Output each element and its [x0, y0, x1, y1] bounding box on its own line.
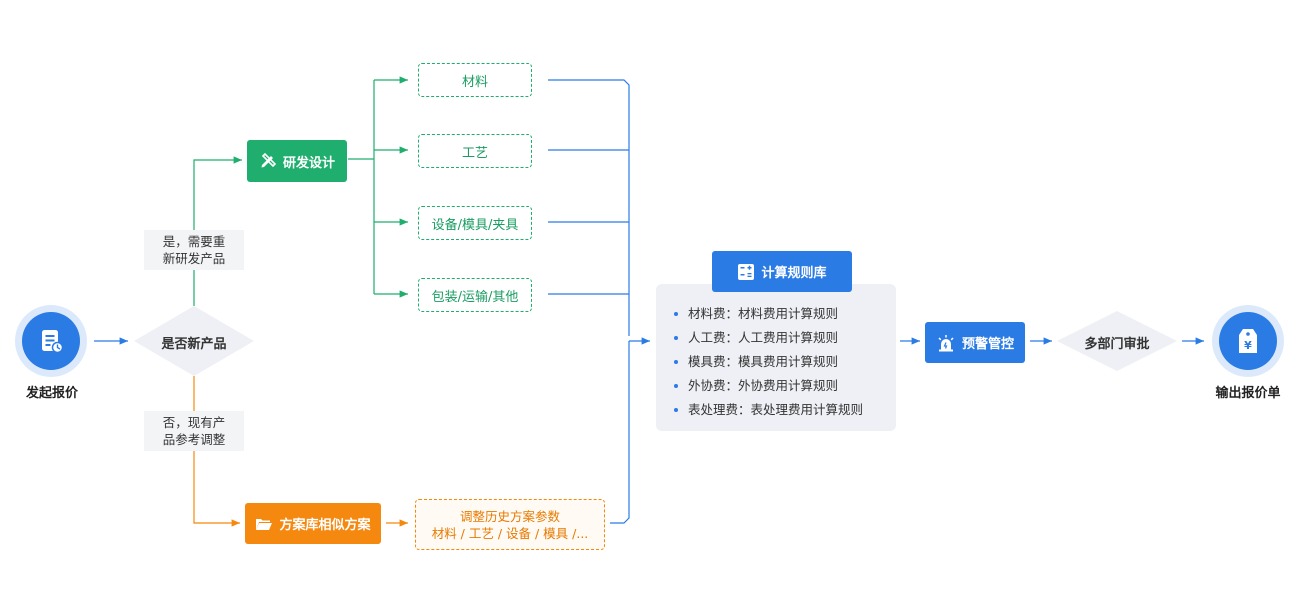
price-tag-icon: ¥ — [1239, 329, 1257, 353]
approval-diamond — [1057, 311, 1177, 371]
start-node[interactable] — [15, 305, 87, 377]
branch-yes-label: 是，需要重 新研发产品 — [144, 230, 244, 270]
rd-item-material[interactable]: 材料 — [418, 63, 532, 97]
warning-control-label: 预警管控 — [961, 337, 1014, 352]
calculator-icon — [738, 263, 755, 280]
decision-label: 是否新产品 — [161, 337, 227, 352]
calc-rules-panel: 材料费：材料费用计算规则 人工费：人工费用计算规则 模具费：模具费用计算规则 外… — [656, 284, 896, 431]
calc-rules-header[interactable]: 计算规则库 — [712, 251, 852, 292]
rule-item: 模具费：模具费用计算规则 — [674, 350, 863, 374]
branch-yes-line1: 是，需要重 — [162, 234, 226, 249]
quote-document-icon — [42, 330, 64, 354]
approval-label: 多部门审批 — [1084, 337, 1150, 352]
calc-rules-list: 材料费：材料费用计算规则 人工费：人工费用计算规则 模具费：模具费用计算规则 外… — [674, 302, 863, 422]
rd-item-equipment[interactable]: 设备/模具/夹具 — [418, 206, 532, 240]
rd-design-label: 研发设计 — [282, 155, 335, 171]
branch-no-label: 否，现有产 品参考调整 — [144, 411, 244, 451]
rule-item: 外协费：外协费用计算规则 — [674, 374, 863, 398]
solution-library-label: 方案库相似方案 — [279, 518, 371, 533]
rd-item-label: 设备/模具/夹具 — [431, 217, 519, 233]
history-params-node[interactable]: 调整历史方案参数 材料 / 工艺 / 设备 / 模具 /... — [415, 499, 605, 550]
rule-item: 人工费：人工费用计算规则 — [674, 326, 863, 350]
rd-item-label: 工艺 — [461, 145, 488, 161]
rd-item-label: 包装/运输/其他 — [431, 289, 519, 305]
folder-open-icon — [256, 518, 273, 530]
rd-item-label: 材料 — [461, 74, 488, 90]
calc-rules-title: 计算规则库 — [761, 266, 827, 281]
start-label: 发起报价 — [25, 386, 78, 401]
branch-no-line2: 品参考调整 — [162, 432, 226, 447]
history-params-line2: 材料 / 工艺 / 设备 / 模具 /... — [431, 525, 589, 541]
rd-item-process[interactable]: 工艺 — [418, 134, 532, 168]
branch-no-line1: 否，现有产 — [162, 415, 226, 430]
rule-item: 表处理费：表处理费用计算规则 — [674, 398, 863, 422]
decision-diamond — [134, 306, 254, 376]
output-node[interactable]: ¥ — [1212, 305, 1284, 377]
rd-design-node[interactable]: 研发设计 — [247, 140, 347, 182]
output-label: 输出报价单 — [1215, 386, 1281, 401]
warning-control-node[interactable]: 预警管控 — [925, 322, 1025, 363]
solution-library-node[interactable]: 方案库相似方案 — [245, 503, 381, 544]
rule-item: 材料费：材料费用计算规则 — [674, 302, 863, 326]
pencil-ruler-icon — [261, 152, 277, 168]
history-params-line1: 调整历史方案参数 — [459, 508, 560, 524]
rd-item-packaging[interactable]: 包装/运输/其他 — [418, 278, 532, 312]
branch-yes-line2: 新研发产品 — [162, 251, 226, 266]
svg-text:¥: ¥ — [1244, 339, 1252, 352]
alarm-light-icon — [938, 334, 954, 351]
